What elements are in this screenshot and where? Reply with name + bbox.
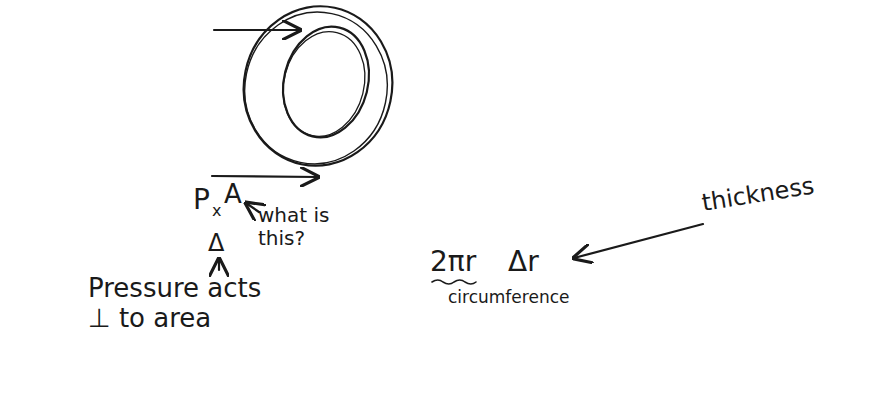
variable-letter: A <box>224 180 242 210</box>
leader-arrow <box>574 224 703 258</box>
note: Pressure acts ⊥ to area <box>88 274 283 334</box>
force-arrow <box>212 176 318 177</box>
annotation: circumference <box>448 288 569 308</box>
ring-inner <box>272 18 381 147</box>
ring-outer-trace <box>231 0 401 177</box>
ring-inner-trace <box>272 23 375 145</box>
squiggle-underline <box>432 280 476 284</box>
leader-arrow <box>246 203 259 212</box>
question-note: what is this? <box>258 204 330 250</box>
annotation: thickness <box>700 172 816 217</box>
ring-outer <box>229 0 407 180</box>
leader-arrow <box>218 259 220 270</box>
formula: 2πr <box>430 246 476 278</box>
variable-letter: P <box>193 184 210 216</box>
symbol: Δ <box>208 230 224 258</box>
force-arrow <box>214 29 300 31</box>
subscript: x <box>212 202 221 220</box>
formula: Δr <box>508 246 539 278</box>
